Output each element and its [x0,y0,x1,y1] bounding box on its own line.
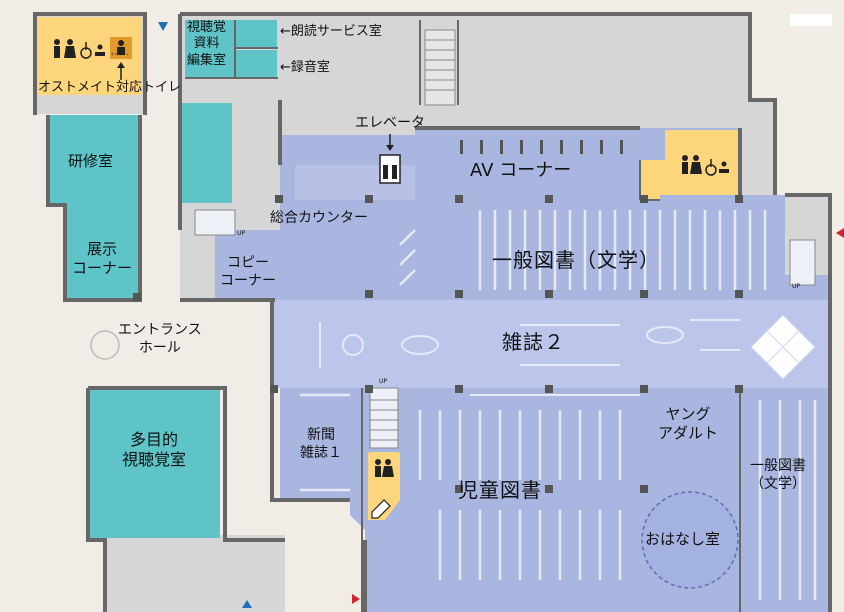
blank-box [790,14,832,26]
newspapers-line-2: 雑誌１ [300,444,342,461]
stair-icon [194,29,816,449]
elevator-icon [379,134,401,184]
general-books-2-label: 一般図書 （文学） [750,458,806,493]
young-adult-label: ヤング アダルト [658,405,718,443]
entrance-hall-label: エントランス ホール [118,322,202,357]
reading-service-label: ←朗読サービス室 [280,24,382,39]
young-adult-line-1: ヤング [665,405,711,423]
newspapers-label: 新聞 雑誌１ [300,427,342,462]
av-seats [460,140,623,154]
general-books-label: 一般図書（文学） [492,248,660,272]
bookshelves-children [300,393,817,600]
up-label: UP [237,230,246,237]
exhibition-line-1: 展示 [87,240,118,258]
general-counter-label: 総合カウンター [270,210,368,226]
copy-corner-label: コピー コーナー [220,255,276,290]
copy-corner-line-2: コーナー [220,272,276,289]
wheelchair-icon [80,42,717,176]
exhibition-room [65,205,140,300]
walls [33,12,832,612]
baby-care-icon [95,44,729,173]
storage-room [182,103,232,203]
av-editing-room [185,20,235,78]
reading-service-room [235,20,277,48]
columns [133,195,743,493]
storytelling-room-label: おはなし室 [645,530,721,548]
teal-rooms [50,20,277,538]
elevator-label: エレベータ [355,115,425,131]
ostomate-toilet-label: オストメイト対応トイレ [38,80,182,95]
storytelling-circle [641,491,739,589]
pencil-icon [371,499,391,519]
exhibition-line-2: コーナー [72,258,133,277]
entrance-hall-line-2: ホール [138,339,181,356]
ostomate-badge-label: オストメイト [111,52,130,56]
general-books-2-line-1: 一般図書 [750,458,806,474]
skylight-diamond [750,314,816,380]
inner-walls [185,20,741,612]
magazine-band [272,300,830,388]
exhibition-label: 展示 コーナー [72,240,132,278]
entrance-arrow-icon [242,600,252,608]
recording-room-label: ←録音室 [280,60,330,75]
multipurpose-room-label: 多目的 視聴覚室 [122,430,186,470]
newspapers-line-1: 新聞 [307,427,335,443]
up-label: UP [379,378,388,385]
childrens-books-label: 児童図書 [458,478,542,502]
av-editing-line-1: 視聴覚 [187,20,227,35]
entrance-door [90,330,120,360]
magazines-2-label: 雑誌２ [502,330,565,354]
exit-arrow-icon [836,228,844,238]
multipurpose-room [90,388,220,538]
av-editing-line-3: 編集室 [187,52,227,68]
multipurpose-line-1: 多目的 [130,430,179,449]
av-corner-label: AV コーナー [470,160,572,181]
entrance-hall-line-1: エントランス [118,322,202,338]
entrance-arrow-icon [158,22,168,31]
recording-room [235,50,277,78]
ostomate-icon [110,37,132,80]
copy-area [215,230,280,300]
training-room [50,115,140,205]
av-editing-room-label: 視聴覚 資料 編集室 [187,20,226,69]
exit-arrow-icon [352,594,360,604]
multipurpose-line-2: 視聴覚室 [122,450,187,469]
restroom-icon [54,39,702,477]
av-editing-line-2: 資料 [193,36,220,52]
bookshelves-general [399,210,767,290]
copy-corner-line-1: コピー [227,255,269,271]
training-room-label: 研修室 [68,152,114,170]
up-label: UP [792,283,801,290]
young-adult-line-2: アダルト [658,423,719,442]
general-books-2-line-2: （文学） [750,475,806,492]
magazine-display [319,319,740,396]
